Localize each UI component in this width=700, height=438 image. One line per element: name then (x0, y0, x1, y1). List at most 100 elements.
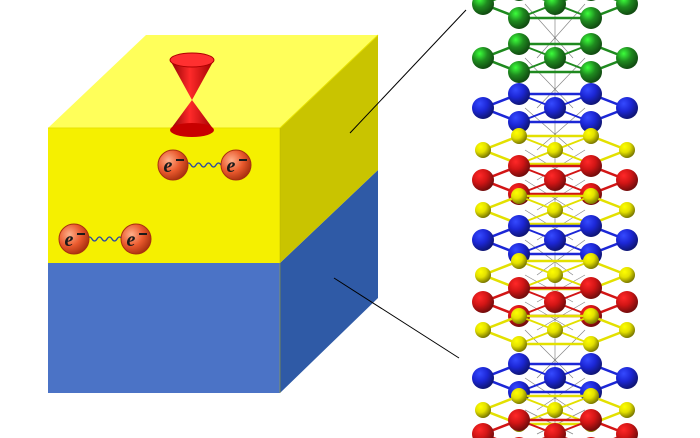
slab-block (48, 34, 379, 393)
interlayer-bond (536, 239, 586, 276)
pair-link (86, 236, 128, 242)
atom (619, 202, 635, 218)
atom (544, 97, 566, 119)
electron-icon: e (120, 223, 152, 255)
atom (619, 402, 635, 418)
top-layer-top (48, 35, 378, 128)
atom (472, 47, 494, 69)
electron-label: e (227, 155, 236, 177)
atom (514, 0, 524, 1)
atom (583, 253, 599, 269)
atom (586, 0, 596, 1)
atom (616, 367, 638, 389)
atom (475, 402, 491, 418)
atom (580, 61, 602, 83)
atom (472, 169, 494, 191)
atom (547, 202, 563, 218)
atom (544, 291, 566, 313)
atom (508, 215, 530, 237)
atom (619, 322, 635, 338)
atom (619, 267, 635, 283)
atom (580, 33, 602, 55)
atom (580, 83, 602, 105)
atom (544, 47, 566, 69)
atom (508, 111, 530, 133)
atom (616, 229, 638, 251)
interlayer-bond (536, 107, 586, 151)
atom (583, 388, 599, 404)
dirac-cone-icon (169, 52, 215, 137)
atom (475, 202, 491, 218)
atom (511, 188, 527, 204)
atom (472, 291, 494, 313)
atom (508, 409, 530, 431)
leader-line-bottom (333, 277, 460, 359)
interlayer-bond (524, 377, 574, 411)
atom (475, 142, 491, 158)
atom (472, 0, 494, 15)
atomic-layer (472, 0, 638, 29)
atom (508, 7, 530, 29)
bottom-layer-front (48, 263, 280, 393)
atom (616, 169, 638, 191)
atom (475, 267, 491, 283)
atom (544, 169, 566, 191)
electron-icon: e (58, 223, 90, 255)
atom (583, 188, 599, 204)
electron-label: e (164, 155, 173, 177)
atom (511, 336, 527, 352)
atom (580, 215, 602, 237)
atom (472, 97, 494, 119)
atom (475, 322, 491, 338)
atomic-layer (472, 409, 638, 438)
atom (616, 423, 638, 438)
atom (547, 402, 563, 418)
atom (544, 367, 566, 389)
atom (580, 155, 602, 177)
atom (508, 61, 530, 83)
atom (544, 229, 566, 251)
atomic-layer (475, 308, 635, 352)
atom (508, 277, 530, 299)
atom (511, 253, 527, 269)
atom (616, 47, 638, 69)
atom (508, 353, 530, 375)
atom (583, 336, 599, 352)
atom (583, 128, 599, 144)
atom (616, 97, 638, 119)
atom (619, 142, 635, 158)
atom (580, 111, 602, 133)
atom (580, 353, 602, 375)
atom (616, 291, 638, 313)
atomic-layer (472, 33, 638, 83)
atom (508, 83, 530, 105)
atom (511, 388, 527, 404)
atom (580, 277, 602, 299)
atom (508, 155, 530, 177)
interlayer-bond (524, 239, 574, 276)
atom (544, 0, 566, 15)
atom (616, 0, 638, 15)
electron-label: e (65, 229, 74, 251)
atom (511, 128, 527, 144)
atom (580, 7, 602, 29)
interlayer-bond (524, 107, 574, 151)
electron-label: e (127, 229, 136, 251)
atom (547, 267, 563, 283)
top-layer-side (280, 35, 378, 263)
atomic-layer (472, 83, 638, 133)
atom (547, 142, 563, 158)
atom (580, 409, 602, 431)
atom (472, 229, 494, 251)
atom (508, 33, 530, 55)
atom (583, 308, 599, 324)
bottom-layer-side (280, 170, 378, 393)
crystal-structure (472, 0, 638, 438)
cooper-pair-upper: e e (157, 149, 252, 181)
atom (472, 367, 494, 389)
atom (472, 423, 494, 438)
atom (511, 308, 527, 324)
electron-icon: e (157, 149, 189, 181)
leader-line-top (349, 9, 467, 134)
